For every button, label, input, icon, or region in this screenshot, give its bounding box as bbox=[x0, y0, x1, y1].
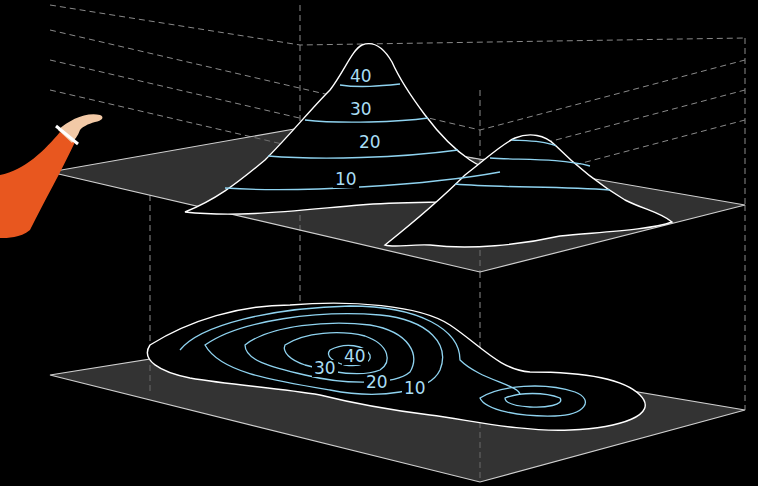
contour-label: 20 bbox=[357, 134, 383, 151]
map-contour-label: 20 bbox=[364, 374, 390, 391]
map-contour-label: 30 bbox=[312, 360, 338, 377]
contour-label: 10 bbox=[333, 171, 359, 188]
contour-label: 30 bbox=[348, 101, 374, 118]
map-contour-label: 40 bbox=[342, 348, 368, 365]
contour-label: 40 bbox=[348, 68, 374, 85]
map-contour-label: 10 bbox=[402, 380, 428, 397]
